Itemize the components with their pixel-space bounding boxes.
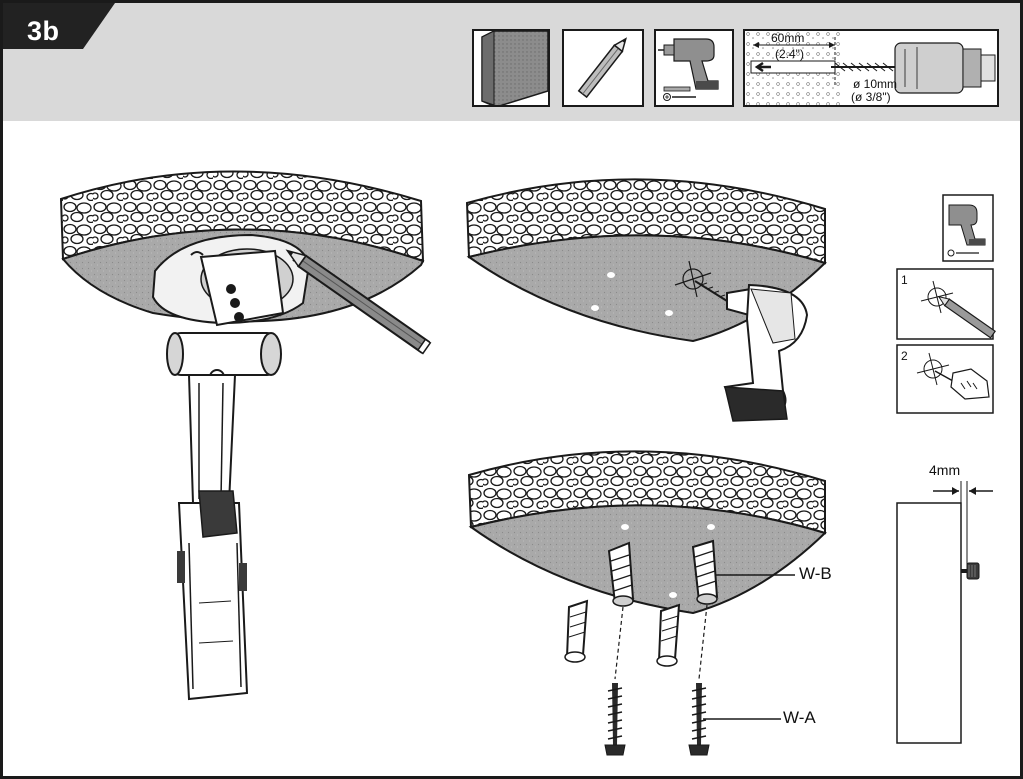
pencil-icon: [577, 37, 627, 99]
screw-icon: [604, 683, 710, 756]
part-label-wb: W-B: [799, 564, 832, 583]
tool-pencil: [562, 29, 644, 107]
drill-diameter-mm: ø 10mm: [853, 77, 898, 91]
substep-drill-icon-box: [942, 194, 994, 262]
ceiling-drill: [465, 178, 827, 343]
drill-icon: [694, 280, 809, 422]
drill-depth-mm: 60mm: [771, 31, 805, 45]
substep-2-box: [896, 344, 994, 414]
substep-1-box: [896, 268, 996, 340]
tool-drill-depth: 60mm (2.4") ø 10mm (ø 3/8"): [743, 29, 999, 107]
pencil-icon: [285, 249, 432, 355]
tool-board: [472, 29, 550, 107]
drill-depth-icon: [745, 31, 996, 105]
anchor-icon: [564, 539, 719, 680]
part-label-wa: W-A: [783, 708, 816, 727]
gap-diagram: [896, 481, 993, 744]
assembly-illustration: [59, 170, 996, 756]
tool-drill: [654, 29, 734, 107]
drill-depth-in: (2.4"): [775, 47, 804, 61]
drill-diameter-in: (ø 3/8"): [851, 90, 891, 104]
gap-label: 4mm: [929, 462, 961, 478]
step-tab: [3, 3, 115, 49]
substep-2-number: 2: [901, 349, 908, 363]
ceiling-anchors: [467, 450, 827, 615]
step-number: 3b: [27, 16, 60, 46]
board-icon: [481, 31, 548, 105]
step-header: 3b: [3, 3, 1020, 121]
mount-bracket-icon: [151, 233, 311, 701]
drill-icon: [658, 38, 719, 101]
substep-1-number: 1: [901, 273, 908, 287]
